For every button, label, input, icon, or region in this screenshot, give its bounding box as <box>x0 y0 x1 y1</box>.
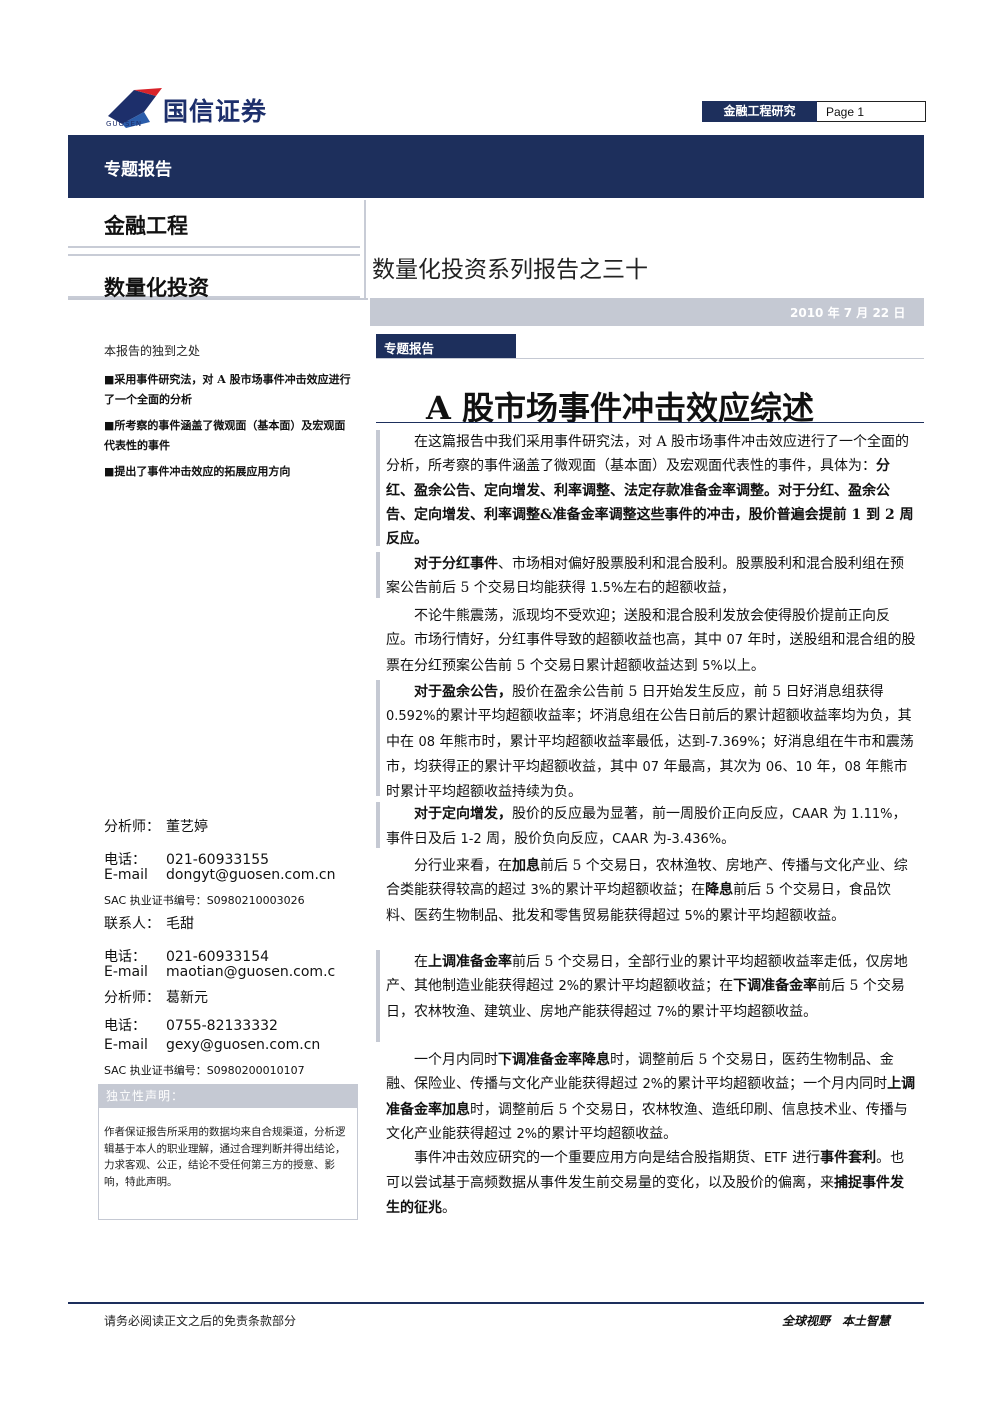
phone-label: 电话： <box>104 949 146 965</box>
email-label: E-mail <box>104 1037 148 1053</box>
analyst-email[interactable]: dongyt@guosen.com.cn <box>166 867 336 883</box>
series-title: 数量化投资系列报告之三十 <box>372 257 648 283</box>
report-tag-box <box>376 334 516 358</box>
phone-label: 电话： <box>104 852 146 868</box>
divider <box>68 298 368 300</box>
paragraph-marker <box>376 430 380 546</box>
body-paragraph: 对于定向增发，股价的反应最为显著，前一周股价正向反应，CAAR 为 1.11%，… <box>386 806 907 848</box>
brand-name: 国信证券 <box>163 97 268 126</box>
disclaimer-title: 独立性声明： <box>106 1089 185 1103</box>
body-paragraph: 在这篇报告中我们采用事件研究法，对 A 股市场事件冲击效应进行了一个全面的分析，… <box>386 434 914 548</box>
body-paragraph: 事件冲击效应研究的一个重要应用方向是结合股指期货、ETF 进行事件套利。也可以尝… <box>386 1150 905 1216</box>
category-secondary-box <box>68 254 360 298</box>
report-tag: 专题报告 <box>384 341 435 356</box>
analyst-label: 分析师： <box>104 819 160 835</box>
category-secondary: 数量化投资 <box>104 275 209 300</box>
footer-divider <box>68 1302 924 1304</box>
banner-title: 专题报告 <box>104 160 172 180</box>
paragraph-marker <box>376 680 380 796</box>
disclaimer-header <box>98 1084 358 1108</box>
email-label: E-mail <box>104 867 148 883</box>
category-primary: 金融工程 <box>104 213 188 238</box>
analyst-name: 董艺婷 <box>166 819 208 835</box>
phone-label: 电话： <box>104 1018 146 1034</box>
analyst-phone: 0755-82133332 <box>166 1018 278 1034</box>
email-label: E-mail <box>104 964 148 980</box>
analyst-sac: SAC 执业证书编号：S0980200010107 <box>104 1064 305 1077</box>
body-paragraph: 在上调准备金率前后 5 个交易日，全部行业的累计平均超额收益率走低，仅房地产、其… <box>386 954 908 1020</box>
date-bar <box>370 298 924 326</box>
highlight-item: ■采用事件研究法，对 A 股市场事件冲击效应进行了一个全面的分析 <box>104 373 351 406</box>
department-label: 金融工程研究 <box>702 101 817 122</box>
paragraph-marker <box>376 552 380 598</box>
analyst-email[interactable]: gexy@guosen.com.cn <box>166 1037 321 1053</box>
divider <box>376 358 924 359</box>
paragraph-marker <box>376 802 380 848</box>
body-paragraph: 不论牛熊震荡，派现均不受欢迎；送股和混合股利发放会使得股价提前正向反应。市场行情… <box>386 608 916 674</box>
analyst-phone: 021-60933155 <box>166 852 270 868</box>
header-banner <box>68 135 924 198</box>
paragraph-marker <box>376 950 380 1042</box>
highlight-item: ■所考察的事件涵盖了微观面（基本面）及宏观面代表性的事件 <box>104 419 346 452</box>
disclaimer-text: 作者保证报告所采用的数据均来自合规渠道，分析逻辑基于本人的职业理解，通过合理判断… <box>104 1126 346 1188</box>
report-title: A 股市场事件冲击效应综述 <box>426 389 814 427</box>
contact-name: 毛甜 <box>166 916 194 932</box>
analyst-name: 葛新元 <box>166 990 208 1006</box>
body-paragraph: 对于盈余公告，股价在盈余公告前 5 日开始发生反应，前 5 日好消息组获得 0.… <box>386 684 914 801</box>
divider <box>364 200 366 298</box>
body-paragraph: 对于分红事件、市场相对偏好股票股利和混合股利。股票股利和混合股利组在预案公告前后… <box>386 556 904 597</box>
report-date: 2010 年 7 月 22 日 <box>790 306 906 320</box>
body-paragraph: 分行业来看，在加息前后 5 个交易日，农林渔牧、房地产、传播与文化产业、综合类能… <box>386 858 908 924</box>
analyst-label: 分析师： <box>104 990 160 1006</box>
highlights-title: 本报告的独到之处 <box>104 344 201 358</box>
footer-disclaimer-note: 请务必阅读正文之后的免责条款部分 <box>104 1314 297 1328</box>
divider <box>376 422 924 423</box>
contact-label: 联系人： <box>104 916 160 932</box>
disclaimer-box <box>98 1108 358 1220</box>
guosen-logo-icon <box>108 88 162 128</box>
brand-sub: GUOSEN <box>106 120 143 128</box>
footer-slogan: 全球视野 本土智慧 <box>782 1314 891 1328</box>
contact-phone: 021-60933154 <box>166 949 270 965</box>
body-paragraph: 一个月内同时下调准备金率降息时，调整前后 5 个交易日，医药生物制品、金融、保险… <box>386 1052 916 1142</box>
category-primary-box <box>68 200 360 248</box>
page-number: Page 1 <box>826 105 865 119</box>
contact-email[interactable]: maotian@guosen.com.c <box>166 964 336 980</box>
analyst-sac: SAC 执业证书编号：S0980210003026 <box>104 894 305 907</box>
highlight-item: ■提出了事件冲击效应的拓展应用方向 <box>104 465 291 478</box>
